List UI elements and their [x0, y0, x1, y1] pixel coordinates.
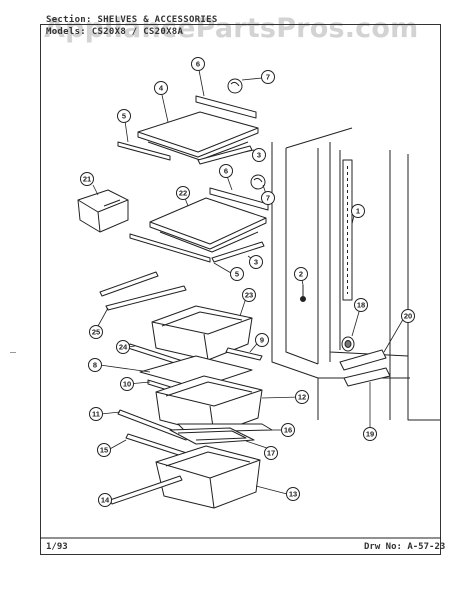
- svg-text:9: 9: [260, 336, 264, 345]
- rail-6-top: [195, 95, 257, 119]
- clip-7-top: [227, 78, 243, 94]
- rail-9: [225, 347, 263, 361]
- svg-text:6: 6: [224, 167, 228, 176]
- tray-17: [169, 427, 255, 445]
- callout-5-mid: 5: [230, 267, 244, 281]
- svg-text:7: 7: [266, 194, 270, 203]
- callout-9: 9: [255, 333, 269, 347]
- svg-text:3: 3: [257, 151, 261, 160]
- svg-text:24: 24: [119, 343, 128, 352]
- svg-text:17: 17: [267, 449, 275, 458]
- callout-1: 1: [351, 204, 365, 218]
- bracket-21: [77, 189, 129, 233]
- callouts: 1 2 3 3 4 5 5 6 6 7 7 8 9 10 11 12 13 14…: [80, 57, 415, 507]
- svg-text:7: 7: [266, 73, 270, 82]
- footer-drawing-number: Drw No: A-57-23: [364, 542, 446, 552]
- callout-21: 21: [80, 172, 94, 186]
- callout-20: 20: [401, 309, 415, 323]
- rail-14: [109, 475, 183, 505]
- watermark: AppliancePartsPros.com: [44, 13, 419, 44]
- svg-text:4: 4: [159, 84, 164, 93]
- svg-text:18: 18: [357, 301, 365, 310]
- svg-text:19: 19: [366, 430, 374, 439]
- callout-12: 12: [295, 390, 309, 404]
- svg-text:10: 10: [123, 380, 131, 389]
- svg-text:6: 6: [196, 60, 200, 69]
- callout-13: 13: [286, 487, 300, 501]
- callout-3-top: 3: [252, 148, 266, 162]
- svg-text:16: 16: [284, 426, 292, 435]
- callout-11: 11: [89, 407, 103, 421]
- svg-text:20: 20: [404, 312, 412, 321]
- svg-text:23: 23: [245, 291, 253, 300]
- callout-7-mid: 7: [261, 191, 275, 205]
- callout-25: 25: [89, 325, 103, 339]
- callout-23: 23: [242, 288, 256, 302]
- drawing-frame: [40, 24, 441, 555]
- shelf-stop-20: [339, 349, 387, 371]
- rail-11: [117, 409, 189, 441]
- svg-text:1: 1: [356, 207, 360, 216]
- crisper-13: [155, 445, 261, 509]
- trim-19: [343, 367, 391, 387]
- callout-2: 2: [294, 267, 308, 281]
- trim-3-top: [197, 145, 253, 165]
- models-line: Models: CS20X8 / CS20X8A: [46, 27, 184, 37]
- svg-text:5: 5: [122, 112, 126, 121]
- rail-25-a: [99, 271, 159, 297]
- trim-3-mid: [211, 241, 265, 263]
- rail-5-mid: [129, 233, 211, 263]
- callout-17: 17: [264, 446, 278, 460]
- shelf-rail-1: [342, 159, 353, 301]
- clip-7-mid: [250, 174, 266, 190]
- screw-2: [300, 285, 306, 302]
- svg-text:12: 12: [298, 393, 306, 402]
- knob-18: [341, 336, 355, 352]
- callout-8: 8: [88, 358, 102, 372]
- rail-6-mid: [209, 187, 269, 211]
- svg-text:8: 8: [93, 361, 97, 370]
- svg-text:22: 22: [179, 189, 187, 198]
- shelf-22: [149, 197, 267, 253]
- callout-3-mid: 3: [249, 255, 263, 269]
- callout-4: 4: [154, 81, 168, 95]
- callout-7-top: 7: [261, 70, 275, 84]
- rail-5-top: [117, 141, 171, 161]
- crisper-23: [151, 305, 253, 361]
- svg-text:15: 15: [100, 446, 108, 455]
- callout-22: 22: [176, 186, 190, 200]
- leader-lines: [92, 69, 406, 501]
- margin-mark: [10, 352, 16, 353]
- callout-18: 18: [354, 298, 368, 312]
- callout-6-top: 6: [191, 57, 205, 71]
- svg-text:14: 14: [101, 496, 110, 505]
- svg-text:21: 21: [83, 175, 91, 184]
- svg-text:25: 25: [92, 328, 100, 337]
- callout-24: 24: [116, 340, 130, 354]
- svg-text:3: 3: [254, 258, 258, 267]
- svg-text:11: 11: [92, 410, 100, 419]
- svg-text:2: 2: [299, 270, 303, 279]
- cover-8: [139, 355, 253, 389]
- callout-19: 19: [363, 427, 377, 441]
- footer-date: 1/93: [46, 542, 68, 552]
- callout-6-mid: 6: [219, 164, 233, 178]
- callout-14: 14: [98, 493, 112, 507]
- callout-5-top: 5: [117, 109, 131, 123]
- svg-text:13: 13: [289, 490, 297, 499]
- svg-text:5: 5: [235, 270, 239, 279]
- callout-10: 10: [120, 377, 134, 391]
- callout-15: 15: [97, 443, 111, 457]
- section-title: Section: SHELVES & ACCESSORIES: [46, 15, 218, 25]
- callout-16: 16: [281, 423, 295, 437]
